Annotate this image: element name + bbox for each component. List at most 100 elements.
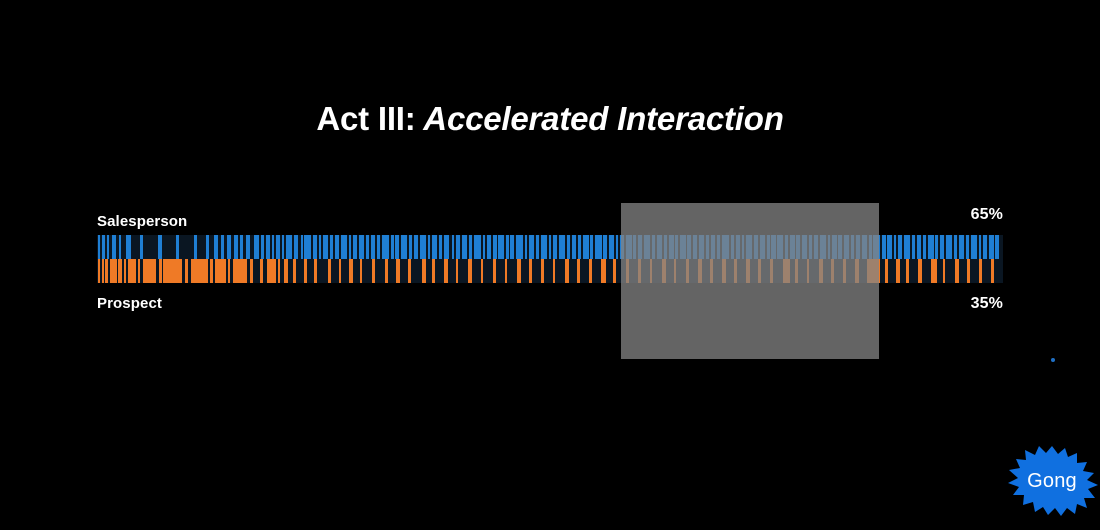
talk-segment (717, 235, 721, 259)
talk-segment (395, 259, 400, 283)
talk-segment (528, 259, 532, 283)
talk-segment (304, 235, 311, 259)
talk-segment (421, 259, 426, 283)
talk-segment (300, 235, 303, 259)
talk-segment (492, 259, 496, 283)
talk-segment (226, 235, 232, 259)
talk-segment (482, 235, 486, 259)
talk-segment (697, 259, 703, 283)
talk-segment (451, 235, 455, 259)
talk-segment (978, 259, 983, 283)
talk-segment (966, 259, 970, 283)
talk-segment (101, 259, 104, 283)
talk-segment (254, 235, 260, 259)
talk-segment (193, 235, 198, 259)
talk-segment (139, 235, 143, 259)
talk-segment (553, 235, 558, 259)
talk-segment (577, 259, 581, 283)
talk-segment (881, 235, 886, 259)
talk-segment (118, 259, 123, 283)
talk-segment (385, 259, 388, 283)
page-title: Act III: Accelerated Interaction (0, 100, 1100, 138)
talk-segment (266, 235, 271, 259)
talk-segment (327, 259, 332, 283)
talk-segment (916, 235, 922, 259)
title-act-prefix: Act III: (316, 100, 416, 137)
talk-segment (939, 235, 945, 259)
talk-segment (524, 235, 528, 259)
talk-segment (206, 235, 210, 259)
talk-segment (105, 259, 109, 283)
talk-segment (861, 235, 868, 259)
talk-segment (722, 259, 726, 283)
talk-segment (390, 235, 394, 259)
talk-track-chart: Salesperson 65% Prospect 35% (97, 205, 1003, 325)
talk-segment (158, 259, 162, 283)
talk-segment (314, 259, 317, 283)
talk-segment (898, 235, 903, 259)
talk-segment (157, 235, 162, 259)
talk-segment (583, 235, 589, 259)
talk-segment (613, 259, 616, 283)
talk-segment (935, 235, 939, 259)
talk-segment (190, 259, 208, 283)
talk-segment (233, 235, 239, 259)
talk-segment (493, 235, 497, 259)
talk-segment (249, 259, 254, 283)
talk-segment (112, 235, 117, 259)
talk-segment (535, 235, 540, 259)
talk-segment (958, 235, 964, 259)
talk-segment (377, 235, 381, 259)
talk-segment (480, 259, 484, 283)
talk-segment (340, 235, 347, 259)
talk-segment (663, 235, 668, 259)
talk-segment (443, 235, 450, 259)
talk-segment (730, 235, 734, 259)
talk-segment (541, 235, 547, 259)
talk-segment (184, 259, 189, 283)
talk-segment (413, 235, 418, 259)
talk-segment (427, 235, 431, 259)
prospect-track (97, 259, 1003, 283)
talk-segment (855, 259, 859, 283)
talk-segment (228, 259, 231, 283)
talk-segment (851, 235, 855, 259)
talk-segment (843, 235, 850, 259)
salesperson-label: Salesperson (97, 213, 188, 230)
talk-segment (842, 259, 846, 283)
talk-segment (468, 259, 473, 283)
salesperson-track (97, 235, 1003, 259)
talk-segment (785, 235, 788, 259)
talk-segment (759, 235, 765, 259)
talk-segment (213, 235, 219, 259)
talk-segment (801, 235, 808, 259)
talk-segment (106, 235, 110, 259)
talk-segment (746, 259, 751, 283)
talk-segment (625, 235, 632, 259)
talk-segment (746, 235, 753, 259)
talk-segment (215, 259, 226, 283)
talk-segment (312, 235, 317, 259)
talk-segment (794, 259, 798, 283)
talk-segment (595, 235, 602, 259)
talk-segment (504, 259, 508, 283)
talk-segment (303, 259, 307, 283)
talk-segment (675, 235, 678, 259)
talk-segment (954, 259, 959, 283)
talk-segment (516, 235, 523, 259)
prospect-label: Prospect (97, 295, 162, 312)
talk-segment (928, 235, 934, 259)
talk-segment (498, 235, 504, 259)
talk-segment (873, 235, 881, 259)
talk-segment (995, 235, 999, 259)
talk-segment (548, 235, 552, 259)
talk-segment (868, 235, 872, 259)
talk-segment (661, 259, 666, 283)
talk-segment (366, 235, 370, 259)
talk-segment (679, 235, 686, 259)
talk-segment (827, 235, 831, 259)
talk-segment (656, 235, 663, 259)
talk-segment (601, 259, 606, 283)
talk-segment (473, 235, 481, 259)
talk-segment (102, 235, 106, 259)
